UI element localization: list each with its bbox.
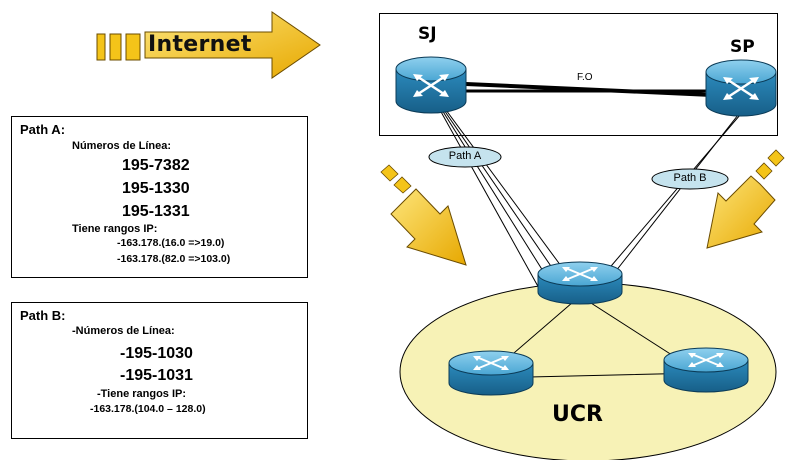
path-b-ip-heading: -Tiene rangos IP: (97, 388, 187, 400)
path-b-title: Path B: (20, 308, 66, 323)
path-a-title: Path A: (20, 122, 66, 137)
path-a-number: 195-1330 (122, 180, 190, 197)
path-a-ip-range: -163.178.(82.0 =>103.0) (117, 253, 231, 265)
path-b-lines (605, 114, 741, 277)
ucr-triangle (483, 295, 702, 379)
path-b-label: Path B (673, 172, 707, 184)
path-a-number: 195-1331 (122, 203, 190, 220)
router-ucr-right-icon (663, 347, 749, 393)
site-sj-label: SJ (418, 24, 437, 44)
fiber-link-label: F.O (577, 72, 593, 83)
down-arrow-left (380, 164, 467, 266)
backbone-site-box (379, 13, 778, 136)
internet-label: Internet (148, 32, 252, 57)
path-a-number: 195-7382 (122, 157, 190, 174)
path-a-lines-heading: Números de Línea: (72, 140, 172, 152)
path-b-number: -195-1031 (120, 367, 193, 384)
path-a-ip-range: -163.178.(16.0 =>19.0) (117, 237, 225, 249)
path-a-lines (439, 109, 565, 291)
path-b-lines-heading: -Números de Línea: (72, 325, 175, 337)
fiber-link (465, 82, 713, 97)
path-b-info-box: Path B: -Números de Línea: -195-1030 -19… (11, 302, 308, 439)
path-b-bubble (651, 168, 729, 190)
router-sp-icon (705, 59, 777, 117)
down-arrow-right (706, 149, 785, 249)
router-ucr-hub-icon (537, 261, 623, 305)
path-a-label: Path A (448, 150, 482, 162)
campus-label: UCR (552, 402, 603, 427)
internet-arrow (96, 11, 321, 79)
router-sj-icon (395, 56, 467, 114)
site-sp-label: SP (730, 37, 755, 57)
path-a-bubble (428, 146, 502, 168)
router-ucr-left-icon (448, 350, 534, 396)
path-b-number: -195-1030 (120, 345, 193, 362)
path-a-ip-heading: Tiene rangos IP: (72, 223, 158, 235)
path-a-info-box: Path A: Números de Línea: 195-7382 195-1… (11, 116, 308, 278)
path-b-ip-range: -163.178.(104.0 – 128.0) (90, 403, 206, 415)
